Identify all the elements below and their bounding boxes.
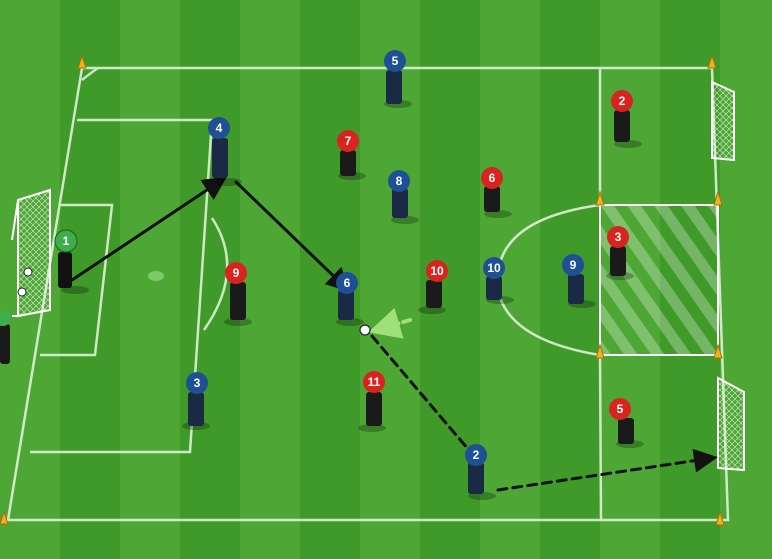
blue-player-6: 6 — [336, 272, 364, 326]
pass-arrow-4-to-6 — [234, 180, 351, 293]
red-player-11: 11 — [358, 371, 386, 432]
red-player-2-number: 2 — [619, 94, 626, 108]
pitch-lines — [6, 66, 730, 522]
pass-arrow-6-to-2 — [370, 334, 476, 458]
red-player-6-number: 6 — [489, 171, 496, 185]
blue-player-8-number: 8 — [396, 174, 403, 188]
spare-balls — [17, 267, 33, 297]
red-player-10: 10 — [418, 260, 448, 314]
red-player-11-number: 11 — [368, 375, 381, 389]
red-player-9: 9 — [224, 262, 252, 326]
left-penalty-box — [30, 118, 214, 454]
red-player-7: 7 — [337, 130, 366, 180]
outer-boundary — [6, 66, 730, 522]
match-ball — [359, 324, 371, 336]
left-goal — [11, 188, 51, 318]
blue-player-4: 4 — [208, 117, 242, 186]
blue-player-5-number: 5 — [392, 54, 399, 68]
blue-player-5: 5 — [384, 50, 412, 108]
red-player-6: 6 — [481, 167, 512, 218]
blue-player-2-number: 2 — [473, 448, 480, 462]
blue-player-6-number: 6 — [344, 276, 351, 290]
red-player-2: 2 — [611, 90, 642, 148]
left-goal-area — [40, 203, 114, 357]
red-player-7-number: 7 — [345, 134, 352, 148]
pass-arrow-gk-to-4 — [70, 176, 227, 282]
red-player-10-number: 10 — [430, 264, 444, 278]
red-player-5-number: 5 — [617, 402, 624, 416]
blue-player-9: 9 — [562, 254, 596, 308]
left-corner-arc — [81, 66, 99, 81]
blue-player-10-number: 10 — [487, 261, 501, 275]
blue-player-4-number: 4 — [216, 121, 223, 135]
red-player-9-number: 9 — [233, 266, 240, 280]
goalkeeper: 1 — [54, 229, 89, 294]
blue-player-3: 3 — [182, 372, 210, 430]
penalty-spot — [148, 271, 164, 281]
pass-arrow-2-to-goal — [496, 448, 718, 492]
right-half-line — [598, 68, 603, 521]
goalkeeper-number: 1 — [63, 234, 70, 248]
blue-player-10: 10 — [483, 257, 514, 304]
red-player-3-number: 3 — [615, 230, 622, 244]
pass-arrows — [70, 176, 718, 492]
coach-figure — [0, 310, 11, 364]
red-player-5: 5 — [609, 398, 644, 448]
cones — [0, 54, 725, 526]
blue-player-8: 8 — [388, 170, 419, 224]
blue-player-2: 2 — [465, 444, 496, 500]
right-bottom-goal — [717, 376, 745, 472]
run-arrow-10 — [368, 307, 412, 339]
blue-player-9-number: 9 — [570, 258, 577, 272]
right-top-goal — [711, 80, 735, 162]
blue-player-3-number: 3 — [194, 376, 201, 390]
red-player-3: 3 — [606, 226, 634, 280]
